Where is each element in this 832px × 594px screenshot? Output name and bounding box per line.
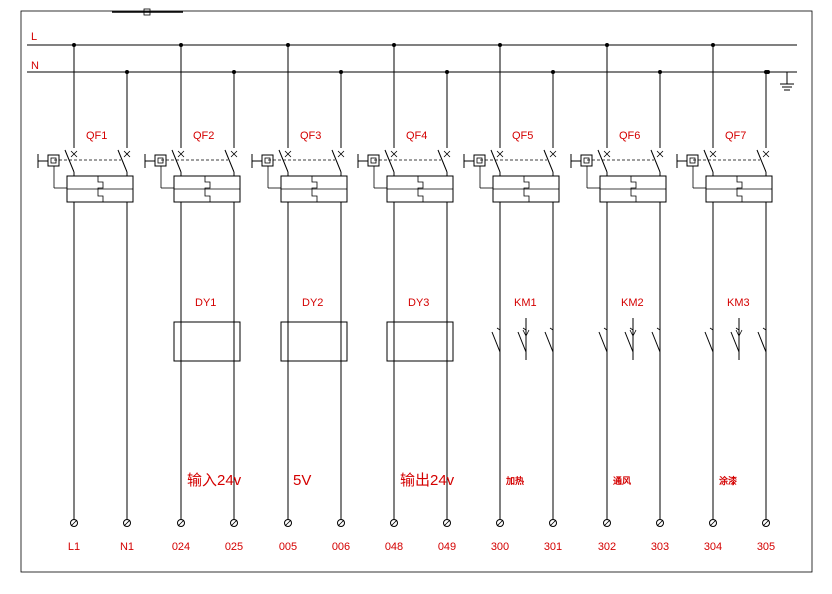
load-label: KM3 <box>727 297 750 309</box>
contactor-icon <box>491 318 554 360</box>
breaker-icon <box>676 149 773 203</box>
terminal-icon <box>177 519 185 527</box>
breaker-label: QF5 <box>512 130 533 142</box>
power-supply-box <box>280 321 348 362</box>
terminal-label: 304 <box>704 541 722 553</box>
load-label: KM1 <box>514 297 537 309</box>
contactor-icon <box>704 318 767 360</box>
terminal-label: 024 <box>172 541 190 553</box>
breaker-label: QF4 <box>406 130 427 142</box>
neutral-bus-label: N <box>31 60 39 72</box>
breaker-icon <box>463 149 560 203</box>
breaker-label: QF3 <box>300 130 321 142</box>
terminal-icon <box>656 519 664 527</box>
load-description: 通风 <box>613 475 631 486</box>
terminal-icon <box>337 519 345 527</box>
drawing-frame <box>20 10 813 573</box>
breaker-icon <box>251 149 348 203</box>
terminal-label: 300 <box>491 541 509 553</box>
terminal-icon <box>443 519 451 527</box>
terminal-label: 005 <box>279 541 297 553</box>
terminal-icon <box>123 519 131 527</box>
ground-icon <box>766 70 794 91</box>
breaker-label: QF1 <box>86 130 107 142</box>
load-description: 输入24v <box>187 472 242 489</box>
terminal-icon <box>70 519 78 527</box>
breaker-label: QF2 <box>193 130 214 142</box>
load-description: 输出24v <box>400 472 455 489</box>
terminal-label: 006 <box>332 541 350 553</box>
terminal-label: L1 <box>68 541 80 553</box>
load-label: KM2 <box>621 297 644 309</box>
breaker-label: QF7 <box>725 130 746 142</box>
power-supply-box <box>386 321 454 362</box>
terminal-icon <box>230 519 238 527</box>
load-description: 5V <box>293 472 311 489</box>
terminal-label: 049 <box>438 541 456 553</box>
terminal-icon <box>762 519 770 527</box>
terminal-icon <box>496 519 504 527</box>
contactor-icon <box>598 318 661 360</box>
power-supply-box <box>173 321 241 362</box>
terminal-label: 303 <box>651 541 669 553</box>
terminal-icon <box>390 519 398 527</box>
title-mark-box <box>143 8 151 16</box>
terminal-icon <box>549 519 557 527</box>
load-label: DY2 <box>302 297 323 309</box>
terminal-label: 025 <box>225 541 243 553</box>
load-label: DY1 <box>195 297 216 309</box>
terminal-label: 302 <box>598 541 616 553</box>
terminal-label: N1 <box>120 541 134 553</box>
breaker-icon <box>357 149 454 203</box>
breaker-icon <box>144 149 241 203</box>
line-bus-label: L <box>31 31 37 43</box>
load-label: DY3 <box>408 297 429 309</box>
terminal-label: 048 <box>385 541 403 553</box>
terminal-icon <box>709 519 717 527</box>
breaker-label: QF6 <box>619 130 640 142</box>
terminal-label: 305 <box>757 541 775 553</box>
terminal-icon <box>603 519 611 527</box>
breaker-icon <box>570 149 667 203</box>
terminal-label: 301 <box>544 541 562 553</box>
load-description: 加热 <box>505 475 524 486</box>
terminal-icon <box>284 519 292 527</box>
load-description: 涂漆 <box>719 475 737 486</box>
breaker-icon <box>37 149 134 203</box>
